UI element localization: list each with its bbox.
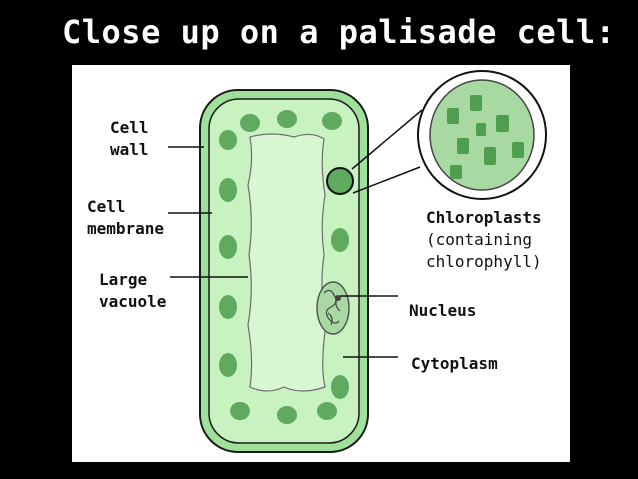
chloroplast: [317, 402, 337, 420]
chloroplast: [277, 110, 297, 128]
chloroplast: [219, 295, 237, 319]
cytoplasm-label: Cytoplasm: [411, 354, 498, 373]
leader-lines: [168, 146, 398, 358]
palisade-cell-diagram: [168, 70, 547, 453]
chloroplast: [277, 406, 297, 424]
chloroplast: [219, 178, 237, 202]
chloroplast: [219, 353, 237, 377]
chloroplasts: [219, 110, 354, 424]
chloroplast: [331, 228, 349, 252]
slide-title: Close up on a palisade cell:: [62, 13, 616, 51]
chloroplast: [219, 130, 237, 150]
chloroplast: [322, 112, 342, 130]
chloroplast: [240, 114, 260, 132]
large-vacuole: [247, 133, 327, 392]
chloroplasts-label: Chloroplasts (containing chlorophyll): [426, 208, 542, 271]
grana: [447, 95, 524, 179]
magnified-chloroplast: [351, 70, 547, 200]
nucleus: [316, 281, 350, 335]
chloroplast: [331, 375, 349, 399]
highlighted-chloroplast: [326, 167, 354, 195]
chloroplast: [230, 402, 250, 420]
chloroplast: [219, 235, 237, 259]
nucleus-label: Nucleus: [409, 301, 477, 320]
